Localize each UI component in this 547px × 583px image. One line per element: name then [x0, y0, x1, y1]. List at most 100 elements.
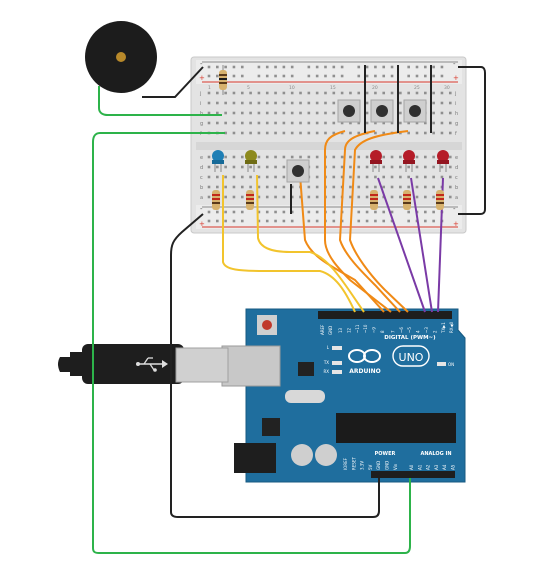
led-blue[interactable] [212, 150, 224, 172]
breadboard-hole [332, 175, 336, 179]
wire-orange-3 [348, 130, 409, 313]
breadboard-hole [216, 165, 219, 169]
breadboard-hole [374, 121, 377, 125]
rail-hole [407, 65, 410, 69]
breadboard-hole [432, 175, 435, 179]
breadboard-hole [432, 185, 435, 189]
rail-hole [407, 210, 410, 214]
breadboard-hole [332, 195, 336, 199]
push-button-2[interactable] [370, 99, 394, 123]
breadboard-hole [232, 121, 236, 125]
breadboard-hole [224, 121, 227, 125]
breadboard-hole [424, 91, 427, 95]
resistor-red-led-1[interactable] [370, 190, 378, 210]
capacitor-left [291, 444, 313, 466]
resistor-buzzer[interactable] [219, 65, 227, 95]
breadboard-hole [349, 195, 352, 199]
pin-label-analog: A1 [417, 464, 422, 470]
breadboard-hole [340, 155, 344, 159]
resistor-red-led-2[interactable] [403, 190, 411, 210]
rail-hole [216, 210, 219, 214]
row-letter-h-right: h [455, 111, 458, 117]
breadboard-hole [290, 155, 294, 159]
l-label: L [327, 345, 330, 350]
row-letter-g-right: g [455, 121, 458, 127]
resistor-red-led-3[interactable] [436, 190, 444, 210]
breadboard-hole [299, 155, 302, 159]
rail-hole [432, 219, 435, 223]
row-letter-i-right: i [455, 101, 456, 107]
breadboard-hole [207, 101, 211, 105]
uno-label: UNO [399, 351, 424, 364]
breadboard-hole [440, 101, 444, 105]
row-letter-i: i [200, 101, 201, 107]
breadboard-hole [315, 175, 319, 179]
breadboard-hole [357, 195, 361, 199]
breadboard-hole [240, 111, 244, 115]
rail-hole [390, 210, 394, 214]
breadboard-hole [332, 91, 336, 95]
breadboard-hole [332, 121, 336, 125]
onboard-led-on [437, 362, 446, 366]
breadboard-hole [249, 185, 252, 189]
led-red-2[interactable] [403, 150, 415, 172]
breadboard-hole [216, 185, 219, 189]
breadboard-hole [282, 131, 286, 135]
rail-hole [424, 74, 427, 78]
arduino-brand-label: ARDUINO [349, 368, 380, 375]
led-red-1[interactable] [370, 150, 382, 172]
rail-hole [224, 65, 227, 69]
row-letter-d-right: d [455, 165, 458, 171]
led-yellow[interactable] [245, 150, 257, 172]
rail-hole [274, 219, 277, 223]
usb-cable-end [58, 357, 70, 372]
onboard-led-l [332, 346, 342, 350]
rail-hole [340, 65, 344, 69]
rail-hole [307, 65, 311, 69]
resistor-yellow-led[interactable] [246, 190, 254, 210]
breadboard-hole [399, 195, 402, 199]
rail-hole [340, 219, 344, 223]
usb-cable[interactable] [58, 344, 229, 384]
rail-hole [207, 219, 211, 223]
breadboard-hole [240, 165, 244, 169]
breadboard-hole [340, 131, 344, 135]
on-label: ON [448, 362, 454, 367]
rail-hole [265, 74, 269, 78]
rail-hole [232, 65, 236, 69]
push-button-1[interactable] [337, 99, 361, 123]
rail-hole [282, 210, 286, 214]
breadboard-hole [332, 165, 336, 169]
breadboard-hole [432, 91, 435, 95]
rail-hole [357, 210, 361, 214]
breadboard-hole [240, 121, 244, 125]
reset-button-cap[interactable] [262, 320, 272, 330]
piezo-buzzer[interactable] [85, 21, 157, 93]
power-label: POWER [375, 451, 396, 457]
rail-hole [257, 210, 261, 214]
wires [92, 65, 486, 554]
arduino-uno[interactable]: UNO ARDUINO DIGITAL (PWM~) L TX RX ON PO… [221, 308, 466, 483]
push-button-3[interactable] [403, 99, 427, 123]
breadboard-hole [432, 195, 435, 199]
breadboard-hole [365, 121, 369, 125]
resistor-blue-led[interactable] [212, 190, 220, 210]
breadboard-hole [282, 111, 286, 115]
push-button-4[interactable] [286, 159, 310, 183]
rail-hole [365, 65, 369, 69]
breadboard-hole [265, 111, 269, 115]
atmega-chip [336, 413, 456, 443]
led-red-3[interactable] [437, 150, 449, 172]
breadboard-hole [382, 131, 386, 135]
breadboard-hole [448, 101, 452, 105]
rail-hole [374, 210, 377, 214]
breadboard-hole [374, 91, 377, 95]
pin-label-aref: AREF [320, 324, 325, 335]
breadboard-hole [274, 131, 277, 135]
rail-hole [374, 219, 377, 223]
breadboard-hole [390, 121, 394, 125]
breadboard-hole [432, 121, 435, 125]
breadboard-hole [407, 165, 410, 169]
breadboard-hole [207, 195, 211, 199]
rail-hole [315, 210, 319, 214]
